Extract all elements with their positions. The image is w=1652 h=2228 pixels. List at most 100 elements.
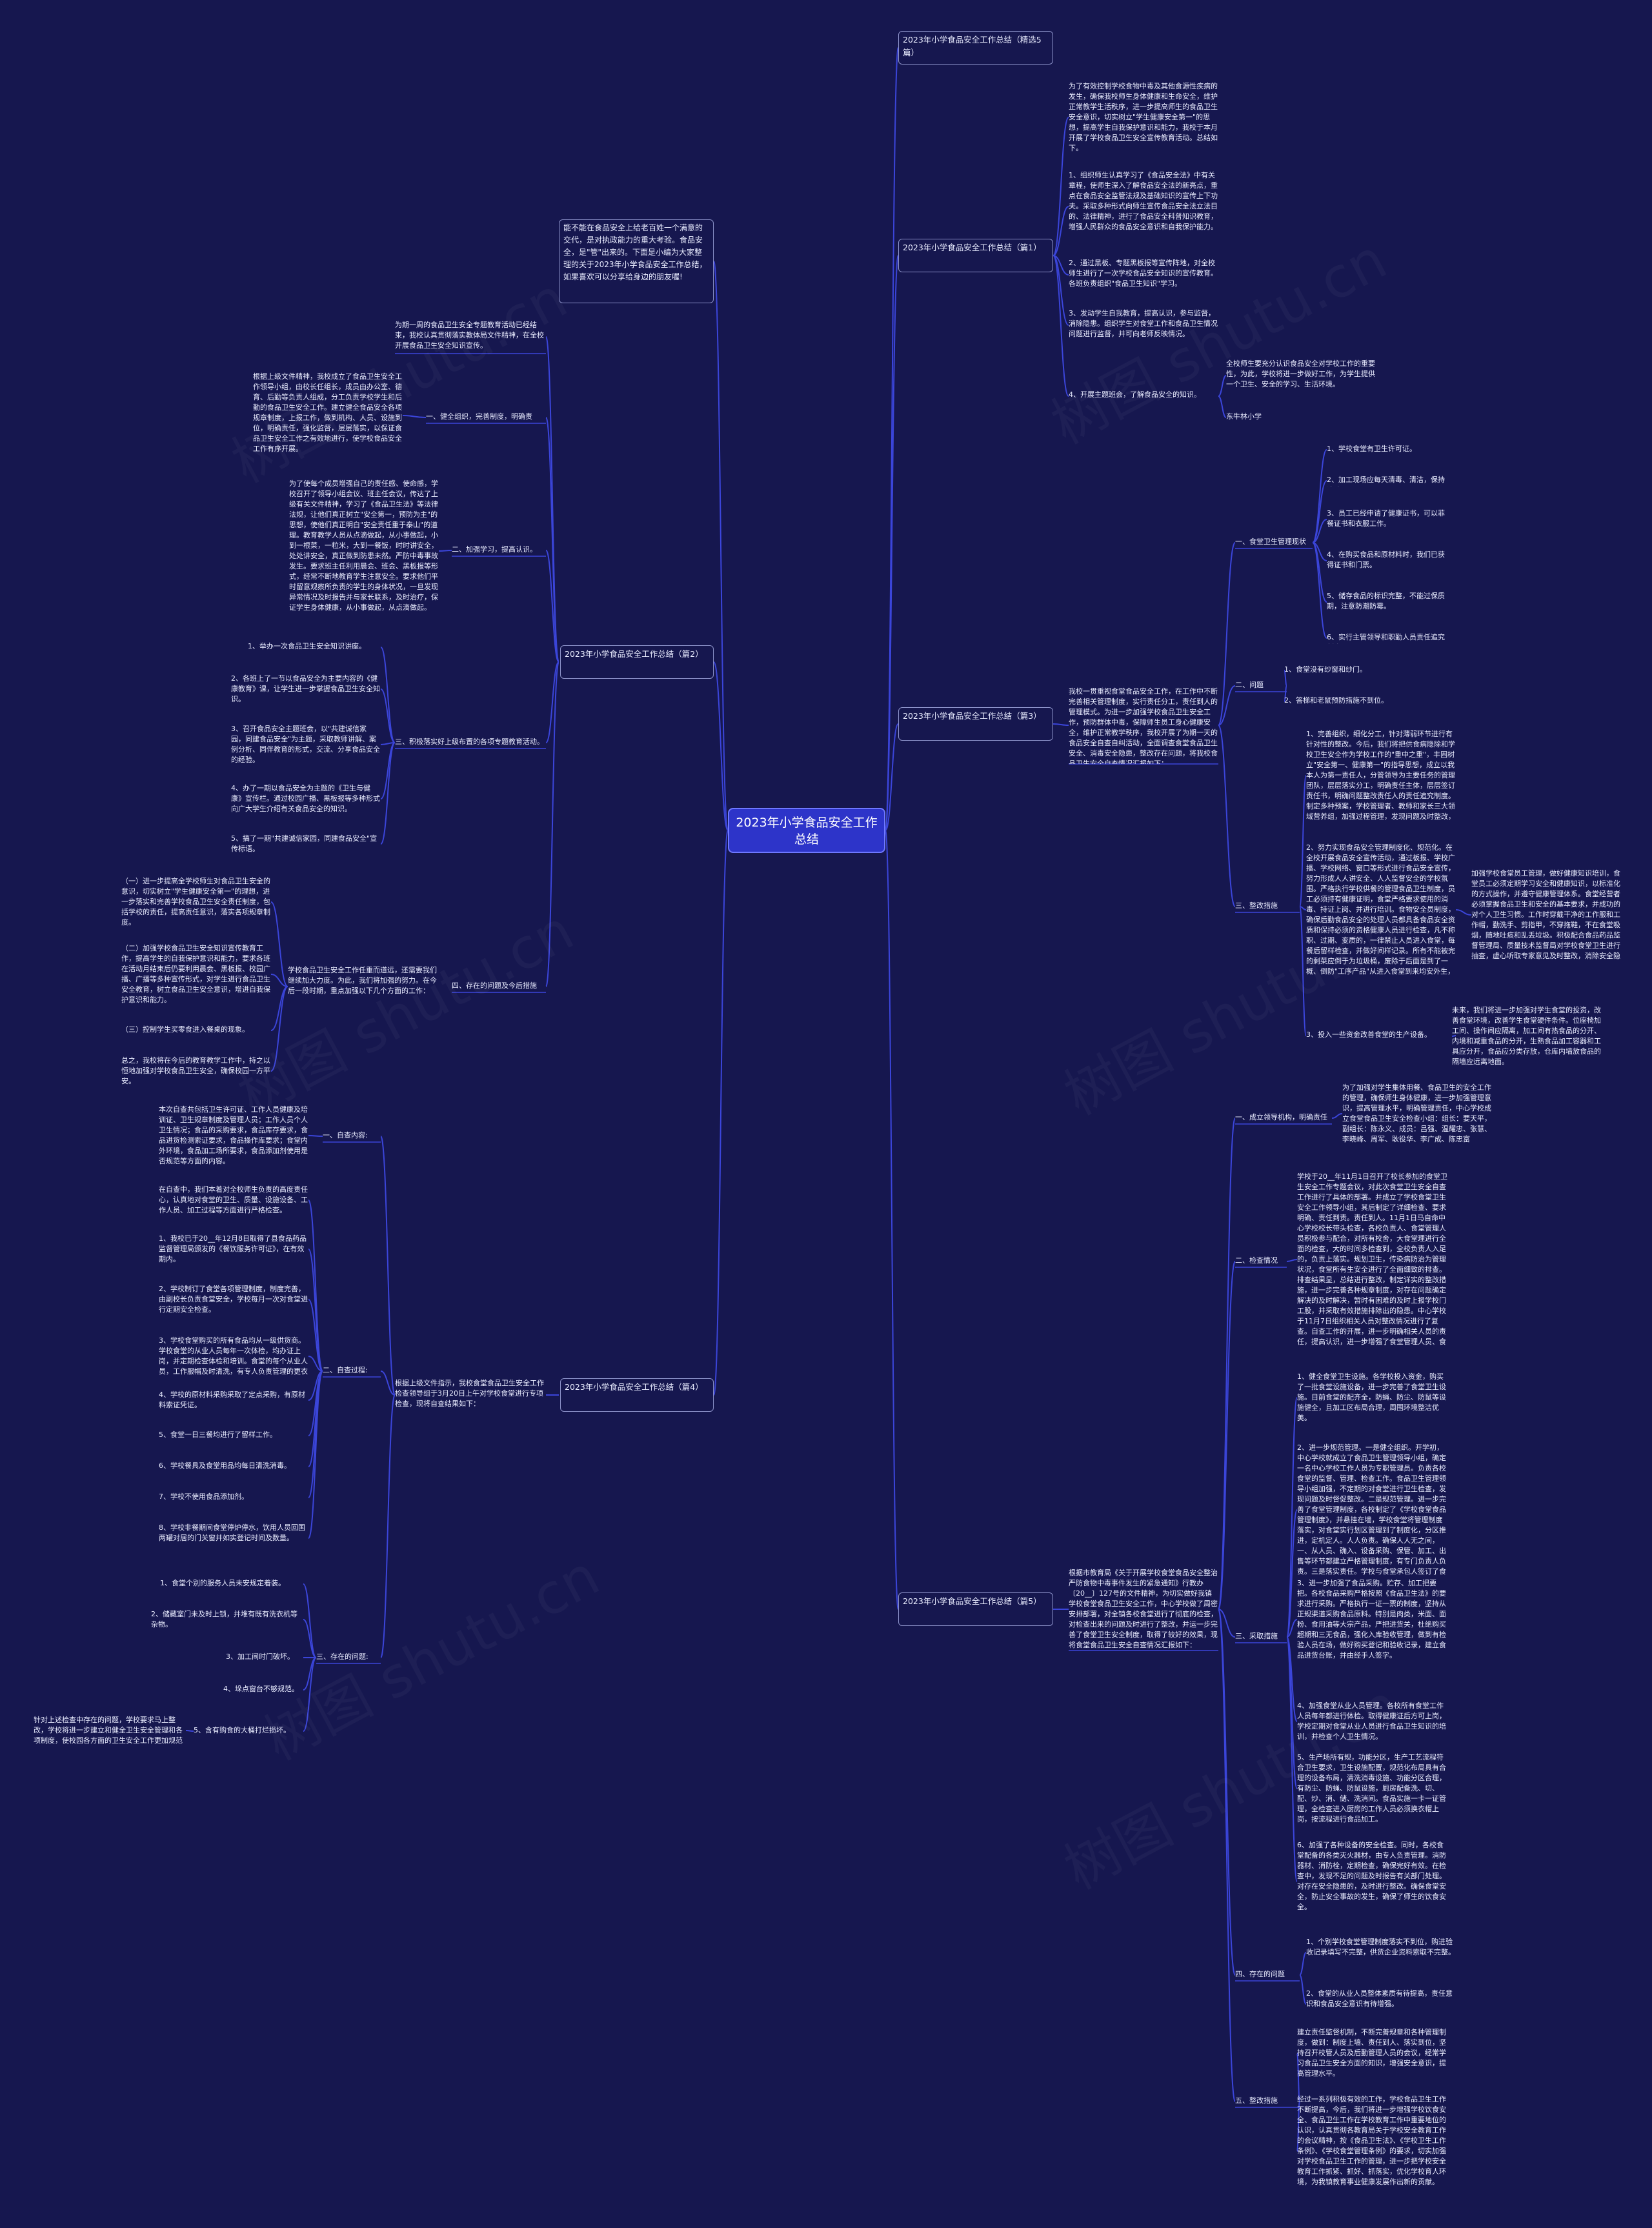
branch-4[interactable]: 2023年小学食品安全工作总结（篇4） [560,1378,714,1412]
b2-heading-2: 二、加强学习，提高认识。 [452,545,537,554]
connector [1312,519,1327,543]
b2-heading-4: 四、存在的问题及今后措施 [452,981,537,990]
b2-h3-item: 4、办了一期以食品安全为主题的《卫生与健康》宣传栏。通过校园广播、黑板报等多种形… [231,784,380,813]
b5-h1-text: 为了加强对学生集体用餐、食品卫生的安全工作的管理，确保师生身体健康，进一步加强管… [1342,1083,1491,1143]
b4-h3-item: 3、加工间时门破坏。 [226,1652,294,1661]
connector [1053,206,1069,256]
b1-item-3: 3、发动学生自我教育，提高认识，参与监督，消除隐患。组织学生对食堂工作和食品卫生… [1069,309,1218,338]
connector [1296,2052,1300,2102]
b5-heading-1: 一、成立领导机构，明确责任 [1235,1113,1327,1121]
connector [303,1657,317,1732]
connector [713,830,729,1396]
connector [308,1199,323,1372]
b1-item-0: 为了有效控制学校食物中毒及其他食源性疾病的发生，确保我校师生身体健康和生命安全，… [1069,82,1218,152]
connector [1284,685,1287,702]
b3-heading-3: 三、整改措施 [1235,901,1278,910]
connector [1053,723,1069,726]
b2-h1-text: 根据上级文件精神，我校成立了食品卫生安全工作领导小组，由校长任组长，成员由办公室… [253,372,402,453]
b2-h4-item: （一）进一步提高全学校师生对食品卫生安全的意识，切实树立"学生健康安全第一"的理… [121,877,270,927]
connector [380,742,396,745]
b4-h2-item: 在自查中，我们本着对全校师生负责的高度责任心，认真地对食堂的卫生、质量、设施设备… [159,1185,308,1214]
connector [303,1583,317,1658]
connector [545,661,559,987]
b1-sub-0: 全校师生要充分认识食品安全对学校工作的重要性，为此，学校将进一步做好工作，为学生… [1226,359,1375,388]
branch-2[interactable]: 2023年小学食品安全工作总结（篇2） [560,645,714,679]
connector [1299,1974,1307,2005]
connector [1286,1619,1298,1638]
connector [438,550,452,552]
b3-sub-3: 未来，我们将进一步加强对学生食堂的投资，改善食堂环境，改善学生食堂硬件条件。位座… [1452,1006,1601,1066]
b4-h2-item: 1、我校已于20__年12月8日取得了县食品药品监督管理局颁发的《餐饮服务许可证… [159,1234,307,1263]
connector [380,742,396,845]
connector [1455,909,1472,916]
b2-h4-item: （三）控制学生买零食进入餐桌的现象。 [121,1025,249,1034]
b4-h2-item: 8、学校非餐期间食堂停炉停水，饮用人员回国两罐对居的门关窗并如实登记时间及数量。 [159,1523,305,1542]
b3-h1-item: 1、学校食堂有卫生许可证。 [1327,445,1416,453]
b3-heading-1: 一、食堂卫生管理现状 [1235,537,1306,546]
connector [1218,1118,1236,1610]
connector [380,1394,396,1658]
b3-heading-2: 二、问题 [1235,681,1264,689]
connector [1053,117,1069,256]
connector [402,415,427,418]
connector [1218,542,1236,726]
connector [545,417,559,663]
b4-h1-text: 本次自查共包括卫生许可证、工作人员健康及培训证、卫生规章制度及管理人员；工作人员… [159,1105,308,1165]
b5-h3-item: 5、生产场所有规，功能分区，生产工艺流程符合卫生要求，卫生设施配置，规范化布局具… [1297,1753,1446,1823]
connector [1299,1952,1307,1976]
connector [308,1356,323,1372]
b5-h3-item: 1、健全食堂卫生设施。各学校投入资金，购买了一批食堂设施设备，进一步完善了食堂卫… [1297,1372,1446,1422]
connector [1299,906,1307,1036]
b1-item-1: 1、组织师生认真学习了《食品安全法》中有关章程，使师生深入了解食品安全法的新亮点… [1069,171,1218,231]
connector [885,47,899,831]
branch-0[interactable]: 2023年小学食品安全工作总结（精选5篇） [898,31,1053,65]
b4-h2-item: 4、学校的原材料采购采取了定点采购，有原材料索证凭证。 [159,1390,305,1409]
b5-h2-text: 学校于20__年11月1日召开了校长参加的食堂卫生安全工作专题会议，对此次食堂卫… [1297,1172,1447,1346]
b4-h3-item: 2、储藏室门未及时上锁，并堆有既有洗衣机等杂物。 [151,1610,297,1629]
connector [1218,375,1227,397]
connector [1218,1609,1236,2102]
connector [713,661,729,831]
connector [1312,480,1327,543]
b4-sub: 针对上述检查中存在的问题，学校要求马上整改，学校将进一步建立和健全卫生安全管理和… [34,1716,183,1745]
b3-h2-item: 1、食堂没有纱窗和纱门。 [1284,665,1367,674]
connector [1312,449,1327,543]
connector [1286,1259,1298,1262]
root-topic[interactable]: 2023年小学食品安全工作总结 [728,808,885,853]
b2-h4-item: （二）加强学校食品卫生安全知识宣传教育工作，提高学生的自我保护意识和能力，要求各… [121,944,270,1004]
b4-heading-3: 三、存在的问题: [316,1652,368,1661]
b2-heading-3: 三、积极落实好上级布置的各项专题教育活动。 [395,738,544,746]
b5-heading-5: 五、整改措施 [1235,2096,1278,2105]
branch-1[interactable]: 2023年小学食品安全工作总结（篇1） [898,239,1053,272]
b5-h4-item: 1、个别学校食堂管理制度落实不到位，购进验收记录填写不完整，供货企业资料索取不完… [1306,1938,1455,1956]
b4-h2-item: 7、学校不使用食品添加剂。 [159,1492,248,1501]
b2-h3-item: 1、举办一次食品卫生安全知识讲座。 [248,642,366,650]
b3-h2-item: 2、答梯和老鼠预防措施不到位。 [1284,696,1388,705]
b1-item-2: 2、通过黑板、专题黑板报等宣传阵地，对全校师生进行了一次学校食品安全知识的宣传教… [1069,259,1218,288]
intro-summary: 能不能在食品安全上给老百姓一个满意的交代，是对执政能力的重大考验。食品安全，是"… [559,219,714,303]
b4-h2-item: 3、学校食堂购买的所有食品均从一级供货商。学校食堂的从业人员每年一次体检，均办证… [159,1336,308,1376]
b4-h2-item: 2、学校制订了食堂各项管理制度，制度完善，由副校长负责食堂安全，学校每月一次对食… [159,1285,308,1314]
b3-h3-item: 2、努力实现食品安全管理制度化、规范化。在全校开展食品安全宣传活动，通过板报、学… [1306,843,1455,976]
b3-h1-item: 6、实行主管领导和职勤人员责任追究制度。 [1327,633,1445,644]
connector [1299,906,1307,910]
b2-h3-item: 2、各班上了一节以食品安全为主要内容的《健康教育》课，让学生进一步掌握食品卫生安… [231,674,380,703]
connector [380,647,396,743]
b5-h3-item: 4、加强食堂从业人员管理。各校所有食堂工作人员每年都进行体检。取得健康证后方可上… [1297,1701,1446,1741]
b5-heading-2: 二、检查情况 [1235,1256,1278,1265]
connector [380,1370,396,1396]
b5-h3-item: 3、进一步加强了食品采购。贮存、加工把要把。各校食品采购严格按照《食品卫生法》的… [1297,1579,1446,1660]
b5-heading-3: 三、采取措施 [1235,1632,1278,1640]
b2-h3-item: 5、搞了一期"共建诚信家园，同建食品安全"宣传标语。 [231,834,378,853]
branch-3[interactable]: 2023年小学食品安全工作总结（篇3） [898,707,1053,741]
connector [1286,1509,1298,1638]
connector [1312,542,1327,639]
connector [380,688,396,743]
b5-h3-item: 2、进一步规范管理。一是健全组织。开学初，中心学校就成立了食品卫生管理领导小组，… [1297,1443,1446,1576]
b3-h1-item: 4、在购买食品和原材料时，我们已获得证书和门票。 [1327,550,1445,569]
b4-h3-item: 4、垛点窗台不够规范。 [223,1685,299,1693]
branch-5[interactable]: 2023年小学食品安全工作总结（篇5） [898,1592,1053,1626]
connector [308,1299,323,1372]
connector [308,1249,323,1372]
